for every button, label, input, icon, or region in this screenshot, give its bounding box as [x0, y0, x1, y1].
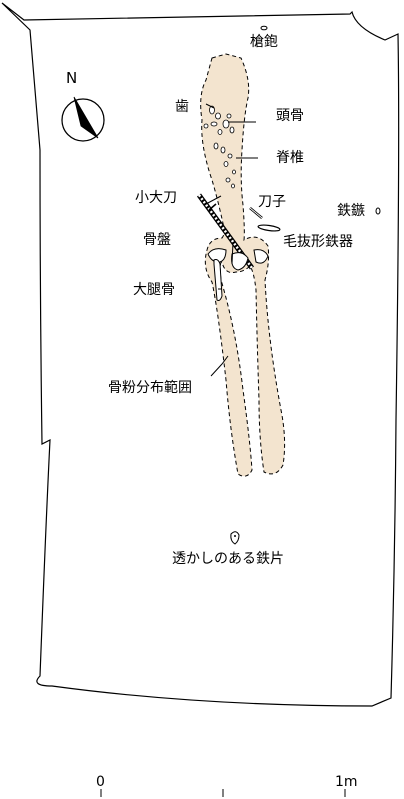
scale-end-label: 1m	[335, 774, 358, 790]
leader-lines	[205, 103, 258, 377]
femur-drawing	[213, 259, 223, 301]
pelvis-drawing	[207, 248, 269, 271]
label-tooth: 歯	[175, 99, 189, 115]
label-tweezer-iron-tool: 毛抜形鉄器	[283, 234, 353, 250]
north-arrow-pointer	[73, 96, 99, 139]
label-openwork-iron: 透かしのある鉄片	[172, 551, 284, 567]
north-arrow-label: N	[66, 69, 78, 87]
label-bone-powder-area: 骨粉分布範囲	[108, 380, 192, 396]
skull-fragments	[203, 105, 235, 135]
label-arrowhead: 鉄鏃	[337, 203, 365, 219]
north-arrow	[61, 96, 105, 142]
label-femur: 大腿骨	[133, 282, 175, 298]
grave-pit-outline	[1, 2, 400, 707]
label-knife: 刀子	[258, 194, 286, 210]
label-skull: 頭骨	[276, 108, 304, 124]
label-short-sword: 小大刀	[135, 190, 177, 206]
label-spine: 脊椎	[276, 150, 304, 166]
tweezer-iron-tool-drawing	[257, 224, 281, 232]
scale-bar	[100, 789, 346, 797]
label-pelvis: 骨盤	[143, 232, 171, 248]
openwork-iron-drawing	[230, 531, 240, 545]
vertebra-fragments	[213, 142, 236, 189]
label-yari-ganna: 槍鉋	[250, 34, 278, 50]
arrowhead-drawing	[375, 207, 381, 215]
scale-start-label: 0	[96, 774, 105, 790]
yari-ganna-drawing	[260, 25, 268, 31]
